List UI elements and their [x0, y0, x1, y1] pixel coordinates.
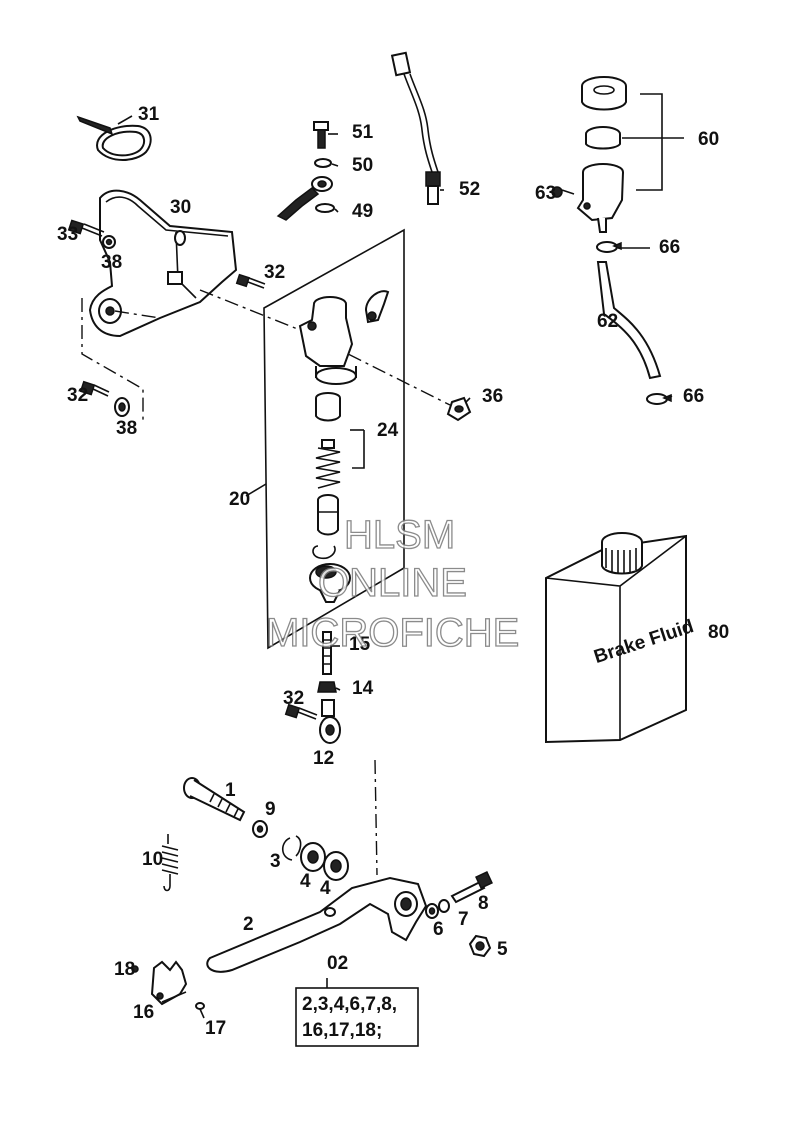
reservoir-cap — [581, 76, 627, 111]
bearing-4a — [300, 842, 326, 872]
nut-14 — [317, 681, 337, 693]
callout-c36: 36 — [482, 386, 503, 407]
bolt-8 — [450, 871, 493, 904]
callout-c20: 20 — [229, 489, 250, 510]
callout-c4a: 4 — [300, 871, 311, 892]
leader-lines — [117, 115, 673, 691]
callout-c66a: 66 — [659, 237, 680, 258]
assembly-lines — [81, 289, 451, 876]
brake-pedal-2 — [206, 876, 428, 973]
watermark: HLSM ONLINE MICROFICHE — [265, 512, 520, 655]
watermark-line3: MICROFICHE — [266, 611, 519, 655]
callout-c24: 24 — [377, 420, 399, 441]
callout-c02: 02 — [327, 953, 348, 974]
callout-c12: 12 — [313, 748, 334, 769]
callout-c15: 15 — [349, 634, 371, 655]
reservoir-diaphragm — [585, 126, 621, 150]
clamp-66a — [596, 241, 622, 253]
brake-fluid-bottle: Brake Fluid — [545, 532, 696, 744]
bolt-33 — [67, 219, 105, 237]
watermark-line1: HLSM — [344, 513, 455, 557]
piston — [317, 494, 339, 536]
washer-38b — [114, 397, 130, 417]
kit-note-line1: 2,3,4,6,7,8, — [302, 994, 397, 1015]
bracket-30 — [88, 189, 238, 338]
callout-c32c: 32 — [283, 688, 304, 709]
bolt-32c — [284, 703, 318, 720]
hose-62 — [596, 261, 662, 380]
callout-c32a: 32 — [264, 262, 285, 283]
clamp-66b — [646, 393, 672, 405]
callout-c60: 60 — [698, 129, 719, 150]
screw-17 — [195, 1002, 205, 1019]
callout-c51: 51 — [352, 122, 374, 143]
seal-ring-49 — [315, 203, 335, 213]
dust-boot — [309, 563, 351, 603]
callout-c17: 17 — [205, 1018, 226, 1039]
callout-c50: 50 — [352, 155, 373, 176]
grommet-36 — [446, 396, 472, 422]
kit-note-line2: 16,17,18; — [302, 1020, 382, 1041]
callout-c10: 10 — [142, 849, 163, 870]
callout-c80: 80 — [708, 622, 729, 643]
washer-7 — [438, 899, 450, 913]
washer-6 — [425, 903, 439, 919]
reservoir-body — [576, 163, 624, 233]
kit-02-box: 2,3,4,6,7,8, 16,17,18; — [295, 978, 419, 1047]
callout-c52: 52 — [459, 179, 480, 200]
pin-18 — [131, 965, 139, 973]
nut-5 — [468, 934, 492, 958]
bracket-line-60 — [622, 93, 684, 191]
callout-c16: 16 — [133, 1002, 154, 1023]
bolt-32b — [79, 380, 110, 397]
brake-light-switch-52 — [390, 51, 441, 205]
screw-63 — [551, 186, 575, 198]
callout-c18: 18 — [114, 959, 135, 980]
circlip — [312, 545, 336, 560]
callout-c30: 30 — [170, 197, 191, 218]
pivot-bolt-1 — [183, 777, 246, 822]
circlip-3 — [281, 835, 302, 861]
washer-38a — [102, 235, 116, 249]
push-rod-15 — [322, 631, 332, 675]
cable-tie-31 — [76, 115, 152, 161]
callout-c8: 8 — [478, 893, 489, 914]
clevis-12 — [319, 699, 341, 744]
callout-c31: 31 — [138, 104, 160, 125]
callout-c1: 1 — [225, 780, 236, 801]
bolt-32a — [235, 273, 266, 289]
bearing-4b — [323, 851, 349, 881]
callout-c62: 62 — [597, 311, 618, 332]
callout-c3: 3 — [270, 851, 281, 872]
spring-10 — [161, 834, 179, 892]
callout-c32b: 32 — [67, 385, 88, 406]
callout-c38b: 38 — [116, 418, 137, 439]
callout-c7: 7 — [458, 909, 469, 930]
spring-24 — [315, 439, 341, 489]
callout-c4b: 4 — [320, 878, 331, 899]
callout-c66b: 66 — [683, 386, 704, 407]
pedal-step-16 — [150, 960, 188, 1006]
callout-c49: 49 — [352, 201, 373, 222]
master-cylinder-kit — [245, 228, 405, 650]
watermark-line2: ONLINE — [318, 561, 467, 605]
callout-c9: 9 — [265, 799, 276, 820]
washer-9 — [252, 820, 268, 838]
callout-c38a: 38 — [101, 252, 122, 273]
callout-c14: 14 — [352, 678, 374, 699]
hose-fitting — [276, 176, 333, 221]
seal-ring-50 — [314, 158, 332, 168]
banjo-elbow — [364, 290, 390, 324]
callout-c2: 2 — [243, 914, 254, 935]
callout-c63: 63 — [535, 183, 556, 204]
piston-cup — [315, 392, 341, 422]
master-cylinder-body — [298, 296, 357, 385]
callout-c33: 33 — [57, 224, 78, 245]
callout-c5: 5 — [497, 939, 508, 960]
banjo-bolt-51 — [313, 121, 329, 149]
callout-c6: 6 — [433, 919, 444, 940]
